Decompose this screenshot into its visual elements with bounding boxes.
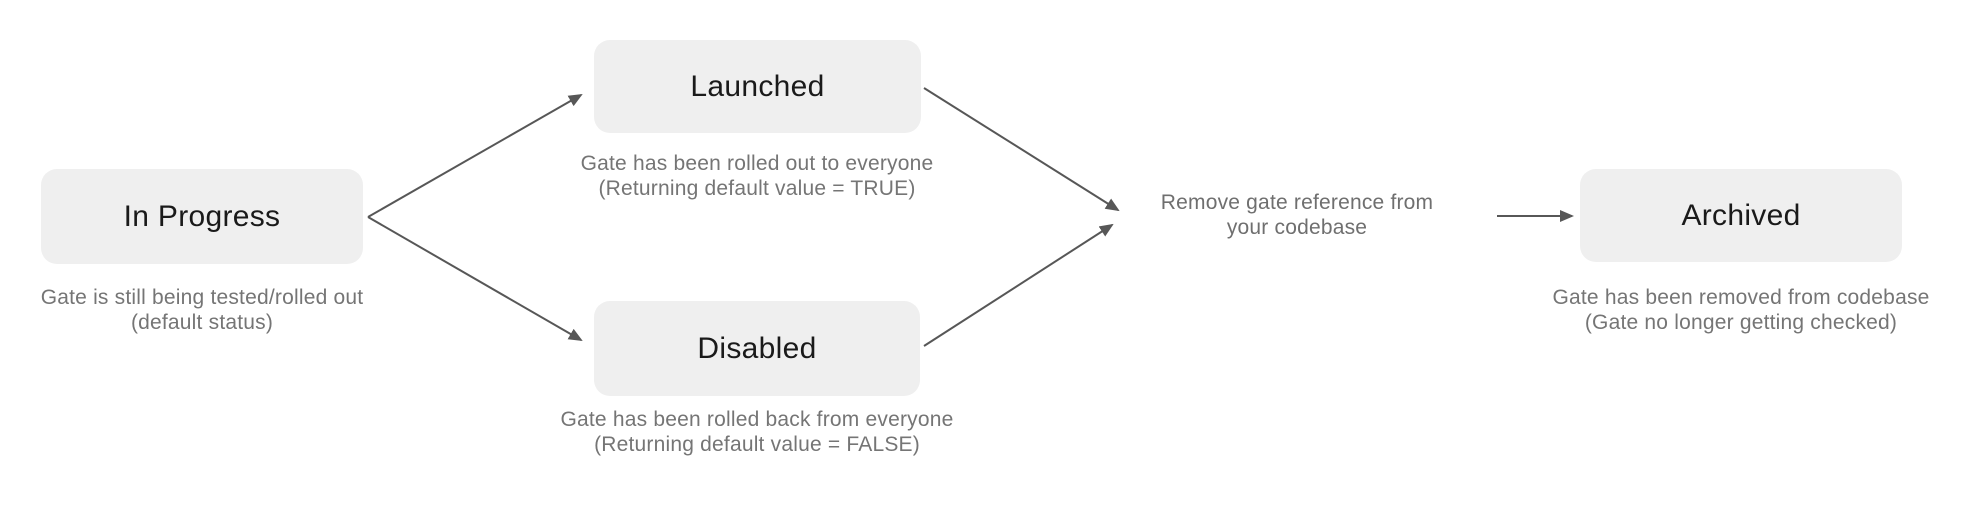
node-launched-label: Launched <box>690 69 825 103</box>
edge-disabled-to-annotation <box>923 223 1114 347</box>
caption-archived: Gate has been removed from codebase (Gat… <box>1541 285 1941 335</box>
edge-in-progress-to-launched <box>367 94 583 218</box>
caption-disabled-line1: Gate has been rolled back from everyone <box>560 408 954 431</box>
node-in-progress: In Progress <box>41 169 363 264</box>
caption-launched-line2: (Returning default value = TRUE) <box>598 177 916 200</box>
node-launched: Launched <box>594 40 921 133</box>
node-disabled-label: Disabled <box>697 331 817 365</box>
caption-in-progress-line1: Gate is still being tested/rolled out <box>40 286 364 309</box>
caption-launched: Gate has been rolled out to everyone (Re… <box>507 151 1007 201</box>
caption-archived-line2: (Gate no longer getting checked) <box>1584 311 1898 334</box>
remove-gate-annotation-line1: Remove gate reference from <box>1160 191 1434 214</box>
caption-in-progress-line2: (default status) <box>130 311 274 334</box>
caption-archived-line1: Gate has been removed from codebase <box>1552 286 1930 309</box>
edge-launched-to-annotation <box>923 87 1120 212</box>
node-archived-label: Archived <box>1681 198 1801 232</box>
caption-launched-line1: Gate has been rolled out to everyone <box>580 152 934 175</box>
node-in-progress-label: In Progress <box>123 199 281 233</box>
remove-gate-annotation-line2: your codebase <box>1226 216 1368 239</box>
node-disabled: Disabled <box>594 301 920 396</box>
caption-disabled-line2: (Returning default value = FALSE) <box>594 433 920 456</box>
edge-in-progress-to-disabled <box>367 216 583 342</box>
remove-gate-annotation: Remove gate reference from your codebase <box>1117 190 1477 240</box>
caption-in-progress: Gate is still being tested/rolled out (d… <box>0 285 404 335</box>
caption-disabled: Gate has been rolled back from everyone … <box>507 407 1007 457</box>
node-archived: Archived <box>1580 169 1902 262</box>
